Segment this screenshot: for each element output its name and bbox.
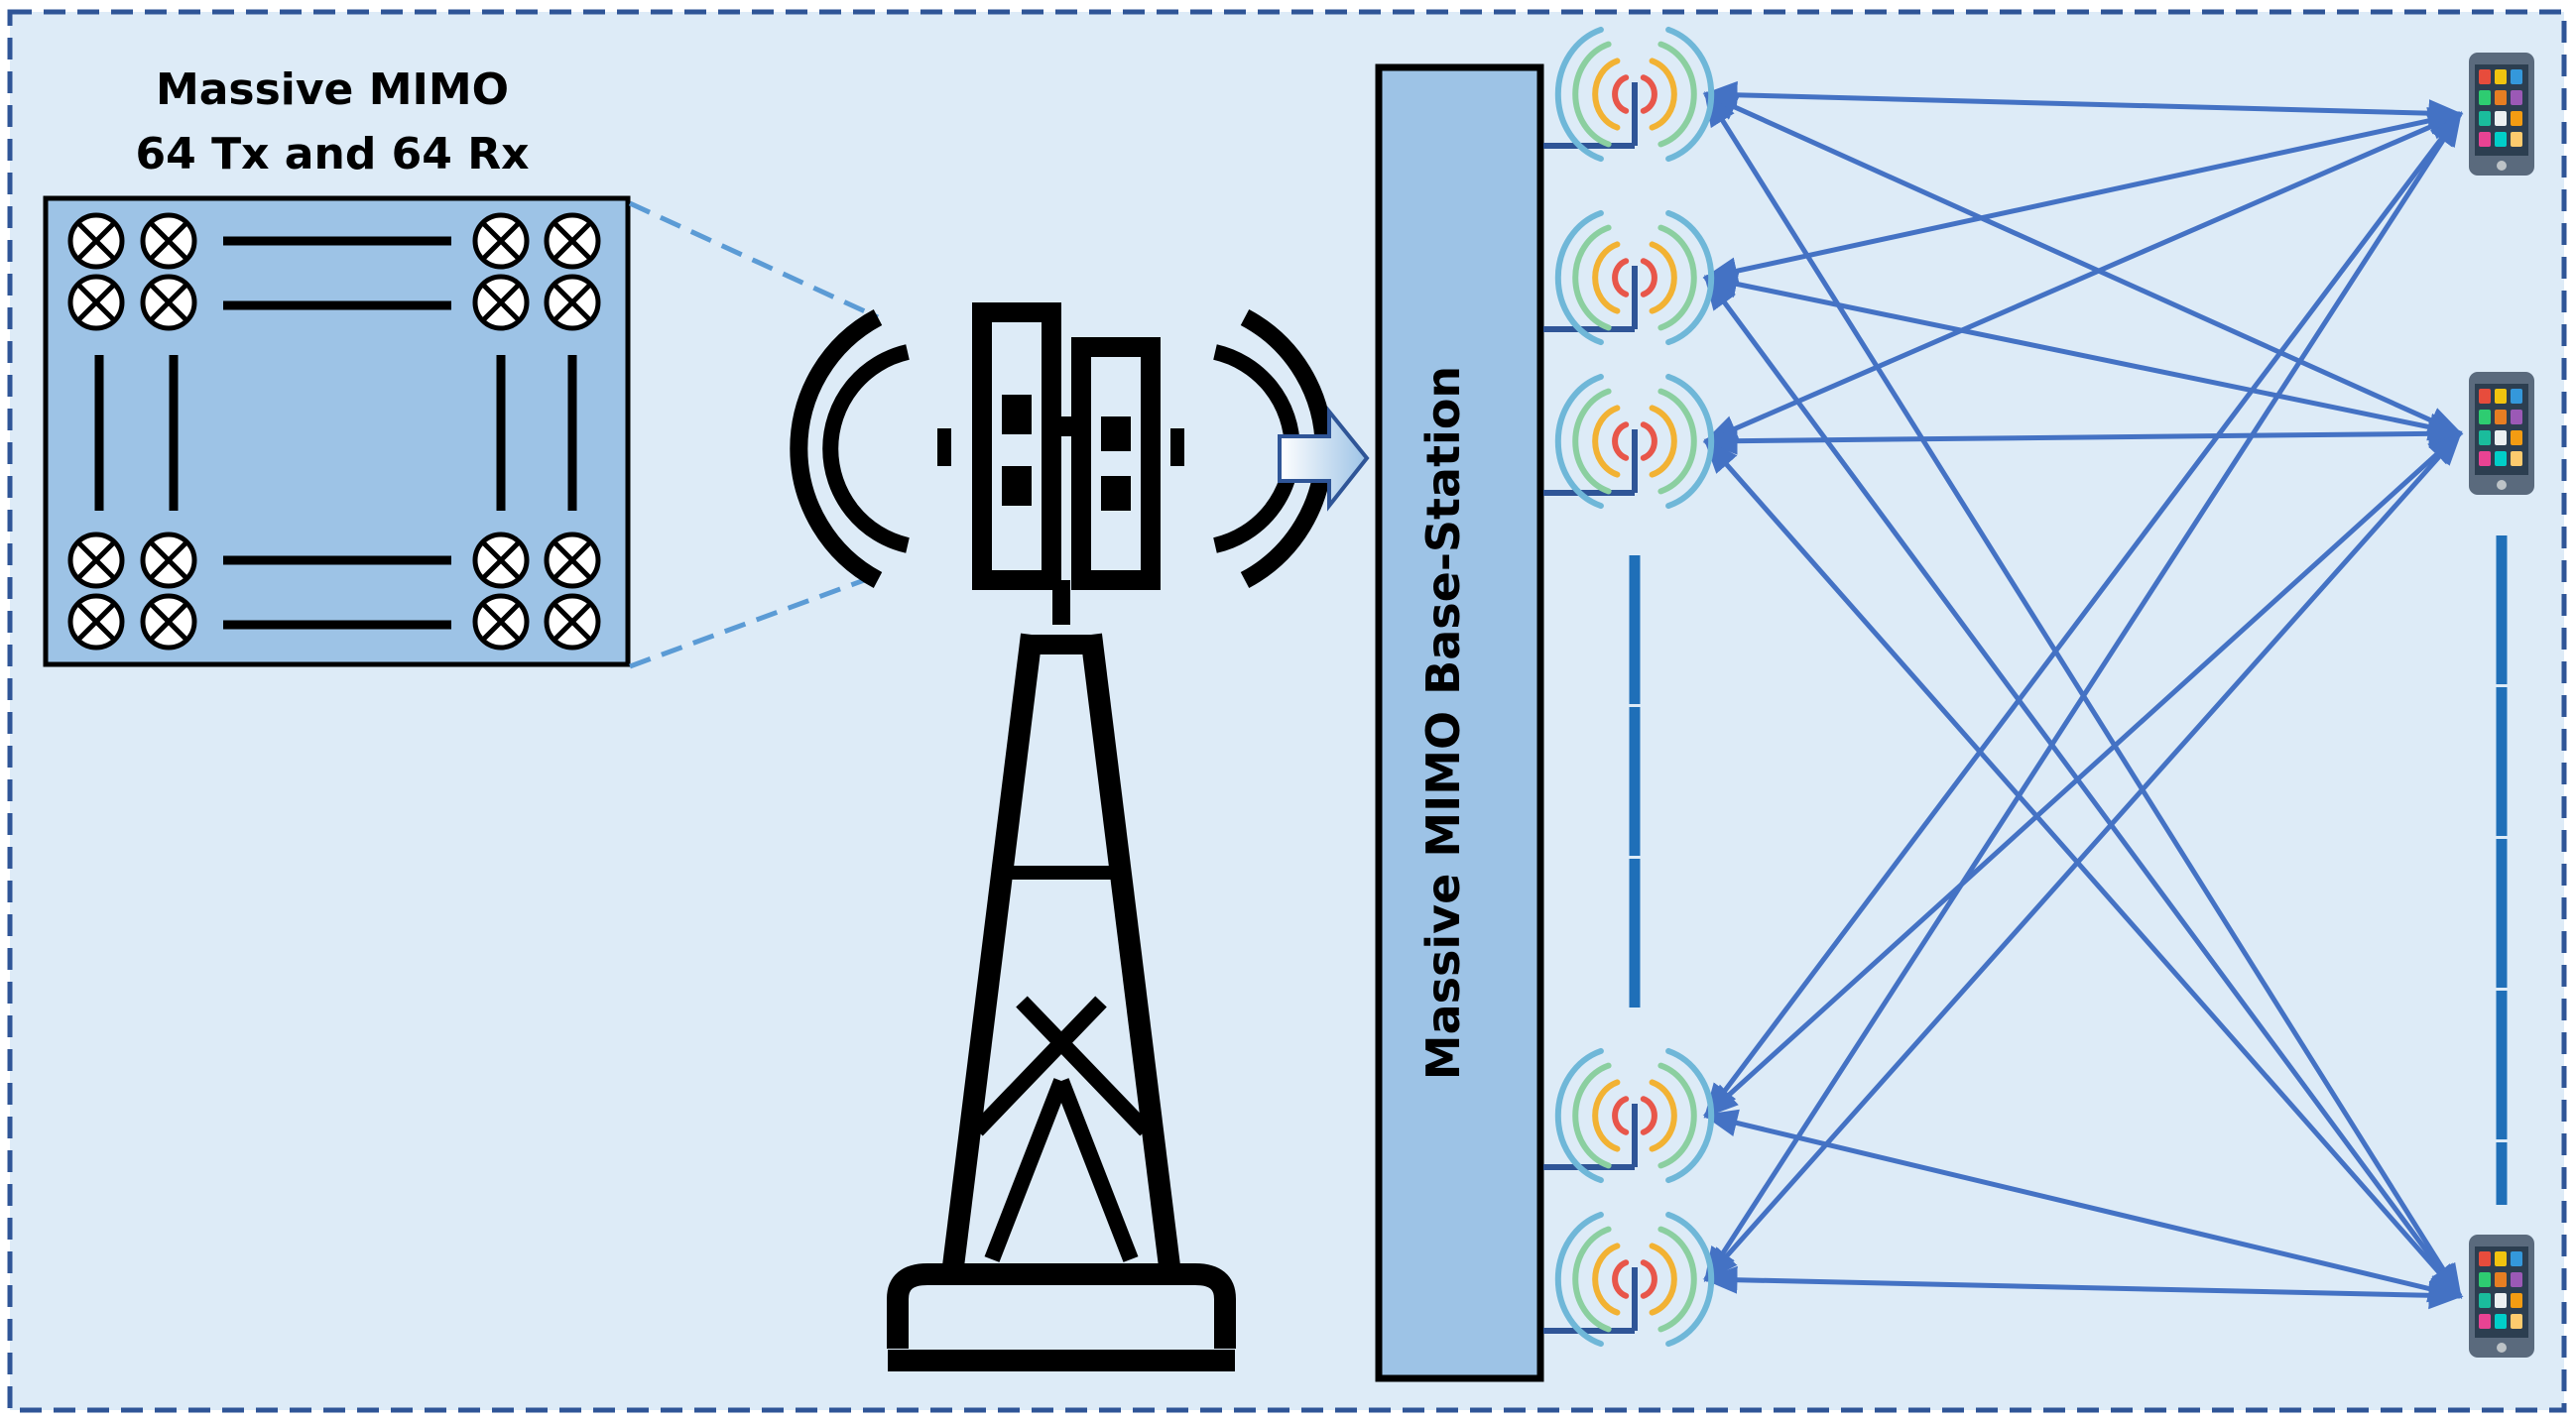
panel-title-line1: Massive MIMO: [156, 64, 509, 115]
radiating-antenna-icon: [1554, 26, 1715, 163]
antenna-element-icon: [140, 274, 197, 331]
right-arrow-icon: [1278, 406, 1370, 512]
antenna-element-icon: [67, 593, 125, 651]
antenna-element-icon: [472, 532, 530, 589]
radiating-antenna-icon: [1554, 373, 1715, 510]
antenna-element-icon: [67, 212, 125, 270]
antenna-element-icon: [140, 593, 197, 651]
antenna-feed-lines: [1543, 143, 1635, 1334]
radiating-antenna-icon: [1554, 209, 1715, 346]
smartphone-icon: [2469, 372, 2534, 495]
user-column: [2469, 53, 2534, 1358]
antenna-element-icon: [67, 532, 125, 589]
cell-tower-icon: [790, 302, 1333, 1371]
antenna-element-icon: [544, 274, 601, 331]
antenna-element-icon: [544, 593, 601, 651]
panel-title-line2: 64 Tx and 64 Rx: [136, 129, 530, 179]
smartphone-icon: [2469, 53, 2534, 176]
antenna-element-icon: [472, 593, 530, 651]
antenna-column: [1554, 26, 1715, 1348]
zoom-lines: [628, 200, 880, 669]
base-station-box: [1375, 63, 1544, 1382]
radiating-antenna-icon: [1554, 1211, 1715, 1348]
array-continuation-lines: [94, 236, 577, 630]
antenna-element-icon: [472, 212, 530, 270]
antenna-element-icon: [544, 212, 601, 270]
antenna-element-icon: [544, 532, 601, 589]
smartphone-icon: [2469, 1235, 2534, 1358]
antenna-element-icon: [140, 532, 197, 589]
base-station-label: Massive MIMO Base-Station: [1416, 366, 1470, 1080]
radiating-antenna-icon: [1554, 1047, 1715, 1184]
antenna-element-grid: [67, 212, 601, 651]
antenna-element-icon: [67, 274, 125, 331]
antenna-element-icon: [472, 274, 530, 331]
antenna-user-links: [1702, 80, 2464, 1310]
antenna-array-panel: [43, 195, 631, 667]
antenna-element-icon: [140, 212, 197, 270]
